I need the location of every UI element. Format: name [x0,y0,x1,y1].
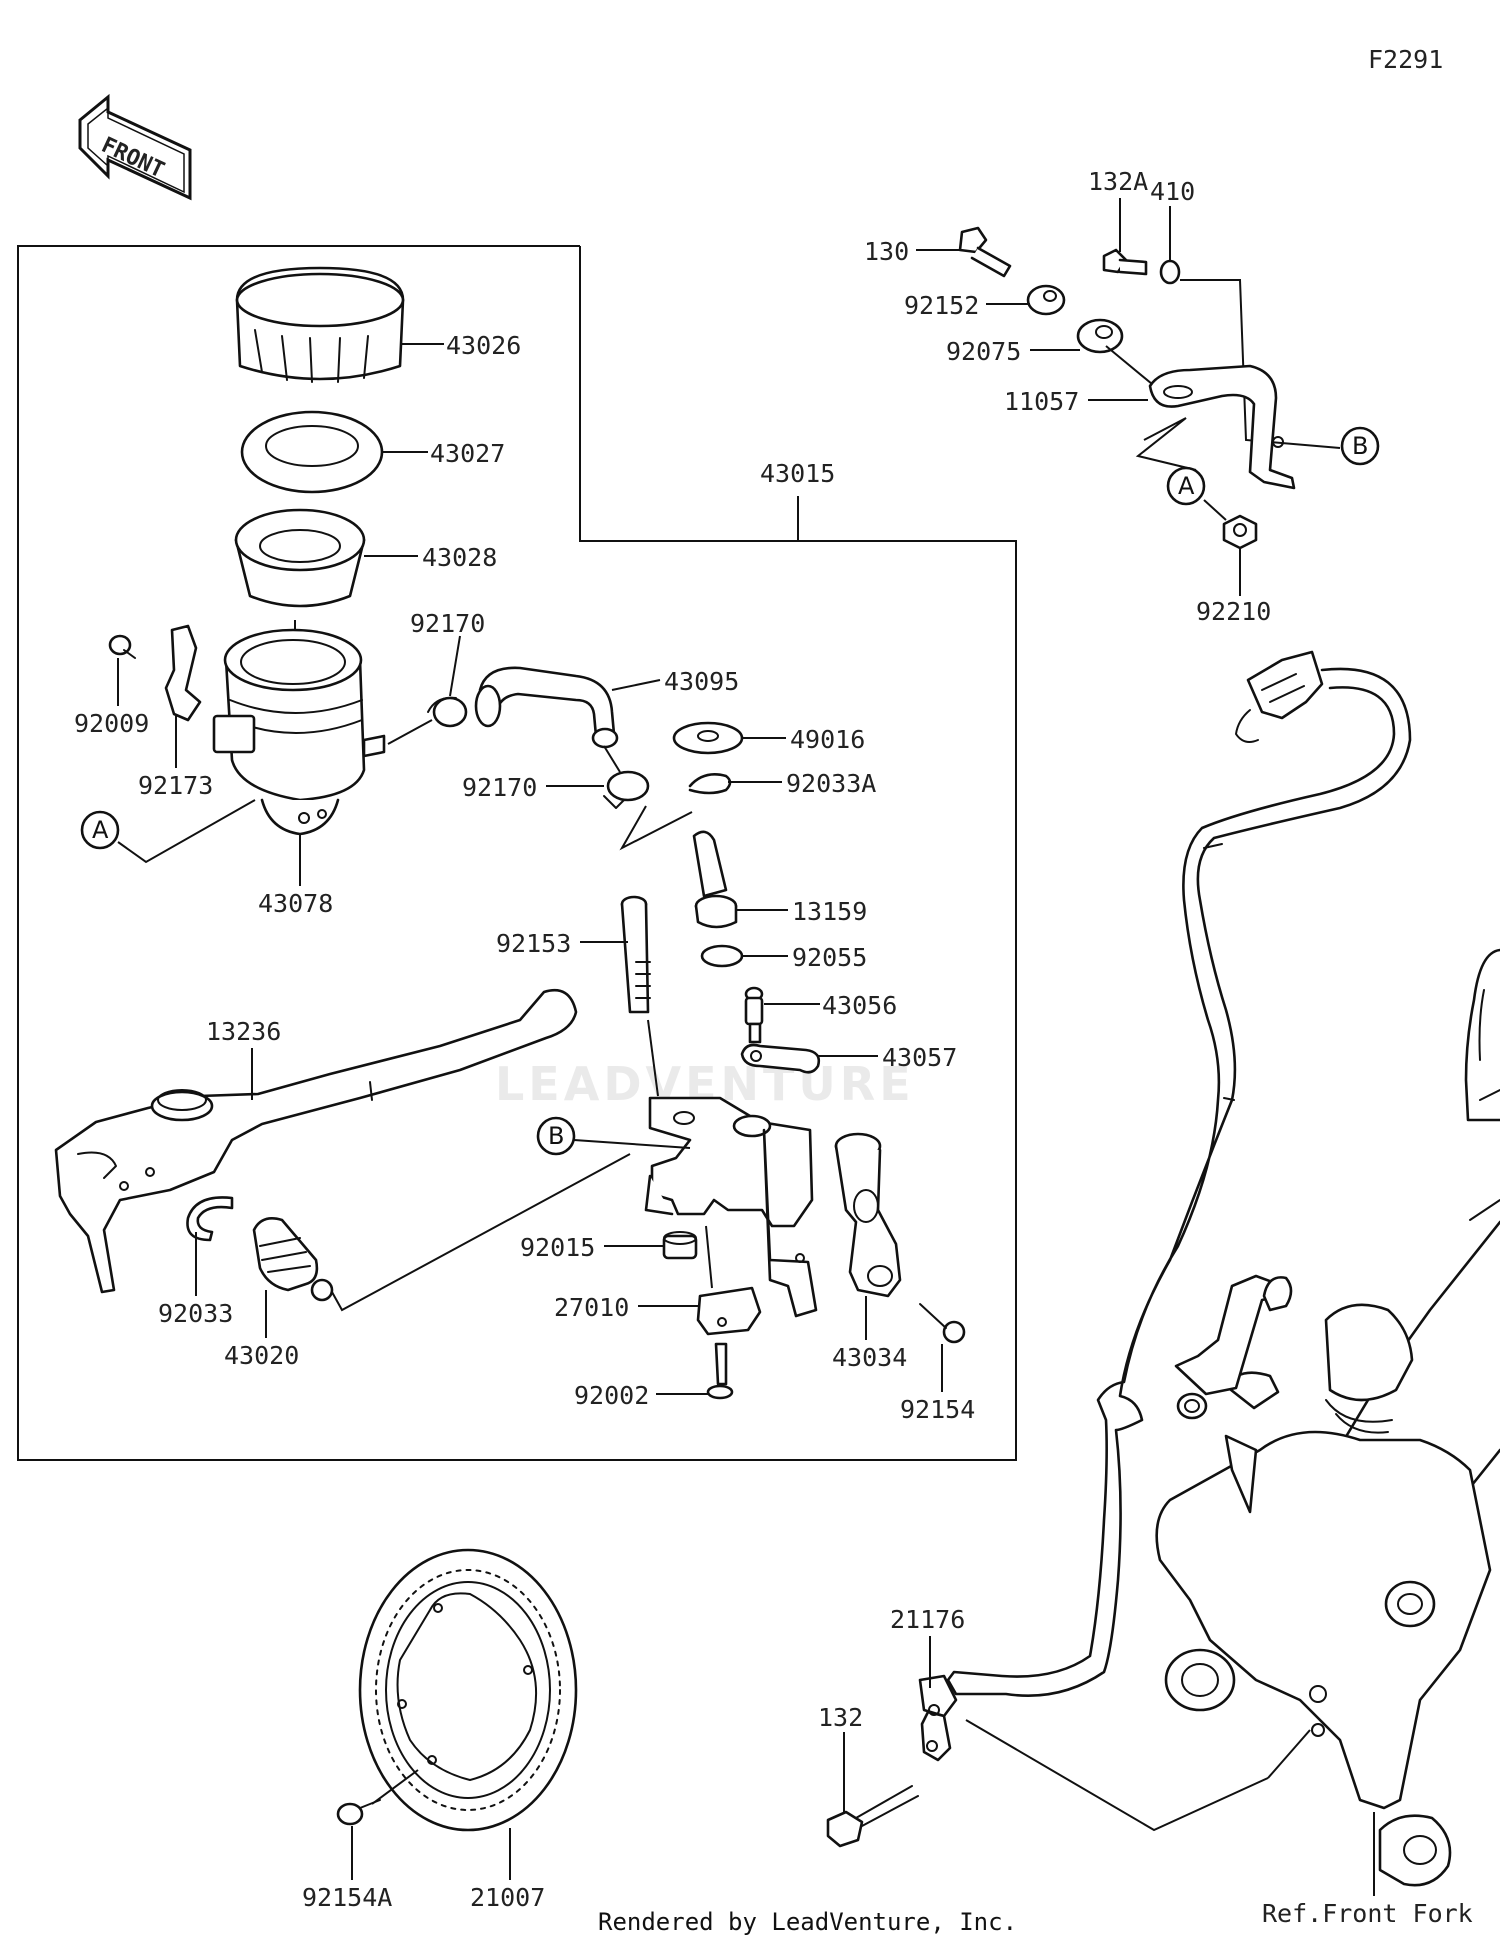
callout-B-right [1340,426,1380,466]
circlip-92033A [688,773,732,795]
footer-credit: Rendered by LeadVenture, Inc. [598,1908,1017,1936]
svg-text:A: A [92,816,109,844]
label-49016: 49016 [790,725,865,754]
bolt-92154 [919,1303,966,1344]
label-21007: 21007 [470,1883,545,1912]
label-92033: 92033 [158,1299,233,1328]
reservoir-plate [234,508,366,608]
label-13236: 13236 [206,1017,281,1046]
handlebar-clamp-43034 [834,1132,902,1298]
label-43056: 43056 [822,991,897,1020]
callout-A-left [80,810,120,850]
callout-B-left [536,1116,576,1156]
bracket-11057 [1148,364,1296,490]
label-92009: 92009 [74,709,149,738]
figure-code: F2291 [1368,45,1443,74]
washer-49016 [672,721,744,755]
label-92055: 92055 [792,943,867,972]
pivot-bolt-92153 [620,895,651,1014]
abs-rotor-21007 [358,1548,578,1832]
collar-92152 [1026,284,1066,316]
hose-clamp-upper [427,696,468,728]
label-43027: 43027 [430,439,505,468]
label-92170-upper: 92170 [410,609,485,638]
screw-92002 [706,1342,734,1400]
assembly-outline [17,245,1017,1461]
svg-text:B: B [1352,432,1368,460]
label-43034: 43034 [832,1343,907,1372]
label-130: 130 [864,237,909,266]
label-13159: 13159 [792,897,867,926]
oring-92055 [700,944,744,968]
label-43020: 43020 [224,1341,299,1370]
reservoir-cap [235,266,405,383]
abs-sensor-wire [946,650,1412,1697]
label-92173: 92173 [138,771,213,800]
label-43026: 43026 [446,331,521,360]
front-fork [1155,948,1500,1887]
svg-text:A: A [1178,472,1195,500]
label-21176: 21176 [890,1605,965,1634]
switch-27010 [696,1286,762,1336]
label-43095: 43095 [664,667,739,696]
washer-410 [1159,259,1181,285]
fitting-13159 [692,830,738,929]
master-cylinder-body [644,1096,818,1318]
bolt-132A [1102,248,1148,276]
label-43028: 43028 [422,543,497,572]
abs-sensor-21176 [918,1674,958,1762]
label-410: 410 [1150,177,1195,206]
bleeder-cap-43057 [740,1043,821,1074]
label-43015: 43015 [760,459,835,488]
label-132: 132 [818,1703,863,1732]
label-92170-lower: 92170 [462,773,537,802]
bolt-132 [826,1785,919,1848]
ref-front-fork: Ref.Front Fork [1262,1899,1473,1928]
screw-92154A [336,1799,381,1826]
label-92152: 92152 [904,291,979,320]
piston-kit-43020 [252,1217,334,1302]
hose-43095 [474,666,619,749]
label-11057: 11057 [1004,387,1079,416]
bleeder-43056 [744,986,764,1044]
bracket-92173 [164,624,202,722]
grommet-92075 [1076,318,1124,354]
brake-lever-13236 [54,988,578,1294]
screw-92009 [108,634,136,659]
nut-92210 [1222,514,1258,550]
label-92015: 92015 [520,1233,595,1262]
reservoir-diaphragm [240,410,384,494]
label-92210: 92210 [1196,597,1271,626]
label-43078: 43078 [258,889,333,918]
reservoir-body [212,628,386,836]
label-43057: 43057 [882,1043,957,1072]
label-27010: 27010 [554,1293,629,1322]
label-92154: 92154 [900,1395,975,1424]
label-92153: 92153 [496,929,571,958]
circlip-92033 [186,1196,234,1242]
bolt-130 [958,226,1012,278]
label-92075: 92075 [946,337,1021,366]
nut-92015 [662,1231,698,1260]
svg-text:B: B [548,1122,564,1150]
label-92154A: 92154A [302,1883,392,1912]
hose-clamp-lower [603,770,650,809]
label-92002: 92002 [574,1381,649,1410]
label-92033A: 92033A [786,769,876,798]
label-132A: 132A [1088,167,1148,196]
front-arrow-icon: FRONT [78,93,192,201]
